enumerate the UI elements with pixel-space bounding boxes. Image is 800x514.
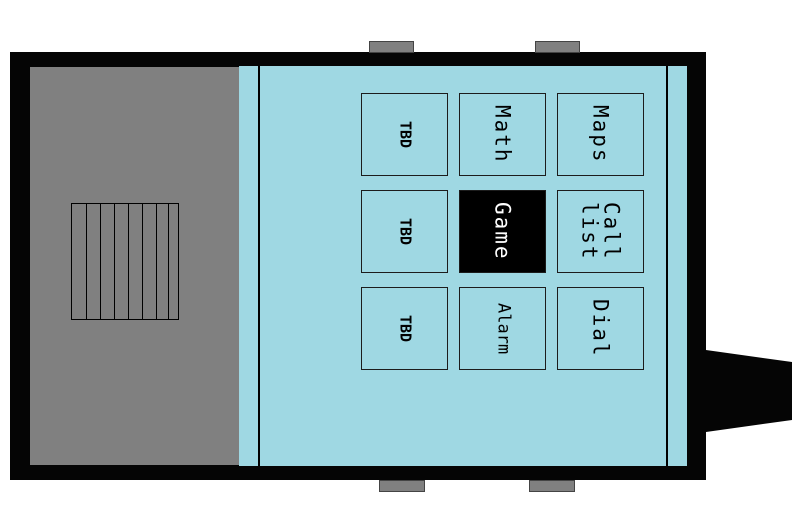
app-tile-label: TBD bbox=[396, 217, 415, 246]
app-tile-label: Call list bbox=[577, 202, 624, 261]
grille-bar bbox=[114, 204, 115, 319]
grille-bar bbox=[100, 204, 101, 319]
app-tile-label: Maps bbox=[588, 105, 613, 164]
app-tile-math[interactable]: Math bbox=[459, 93, 546, 176]
grille-bar bbox=[86, 204, 87, 319]
app-tile-label: Math bbox=[490, 105, 515, 164]
speaker-panel bbox=[30, 67, 239, 465]
app-tile-maps[interactable]: Maps bbox=[557, 93, 644, 176]
app-tile-call-list[interactable]: Call list bbox=[557, 190, 644, 273]
grille-bar bbox=[142, 204, 143, 319]
app-tile-label: TBD bbox=[396, 314, 415, 343]
app-tile-label: TBD bbox=[396, 120, 415, 149]
app-tile-alarm[interactable]: Alarm bbox=[459, 287, 546, 370]
speaker-grille bbox=[71, 203, 179, 320]
app-tile-label: Alarm bbox=[493, 302, 514, 355]
app-tile-label: Game bbox=[490, 202, 515, 261]
app-tile-game[interactable]: Game bbox=[459, 190, 546, 273]
bottom-button-1[interactable] bbox=[379, 480, 425, 492]
connector-port bbox=[706, 350, 792, 432]
grille-bar bbox=[128, 204, 129, 319]
grille-bar bbox=[168, 204, 169, 319]
grille-bar bbox=[156, 204, 157, 319]
top-button-2[interactable] bbox=[535, 41, 580, 53]
app-tile-tbd[interactable]: TBD bbox=[361, 190, 448, 273]
app-tile-tbd[interactable]: TBD bbox=[361, 287, 448, 370]
app-tile-tbd[interactable]: TBD bbox=[361, 93, 448, 176]
screen-border-right bbox=[666, 66, 668, 466]
app-tile-label: Dial bbox=[588, 299, 613, 358]
top-button-1[interactable] bbox=[369, 41, 414, 53]
screen-border-left bbox=[258, 66, 260, 466]
bottom-button-2[interactable] bbox=[529, 480, 575, 492]
app-tile-dial[interactable]: Dial bbox=[557, 287, 644, 370]
